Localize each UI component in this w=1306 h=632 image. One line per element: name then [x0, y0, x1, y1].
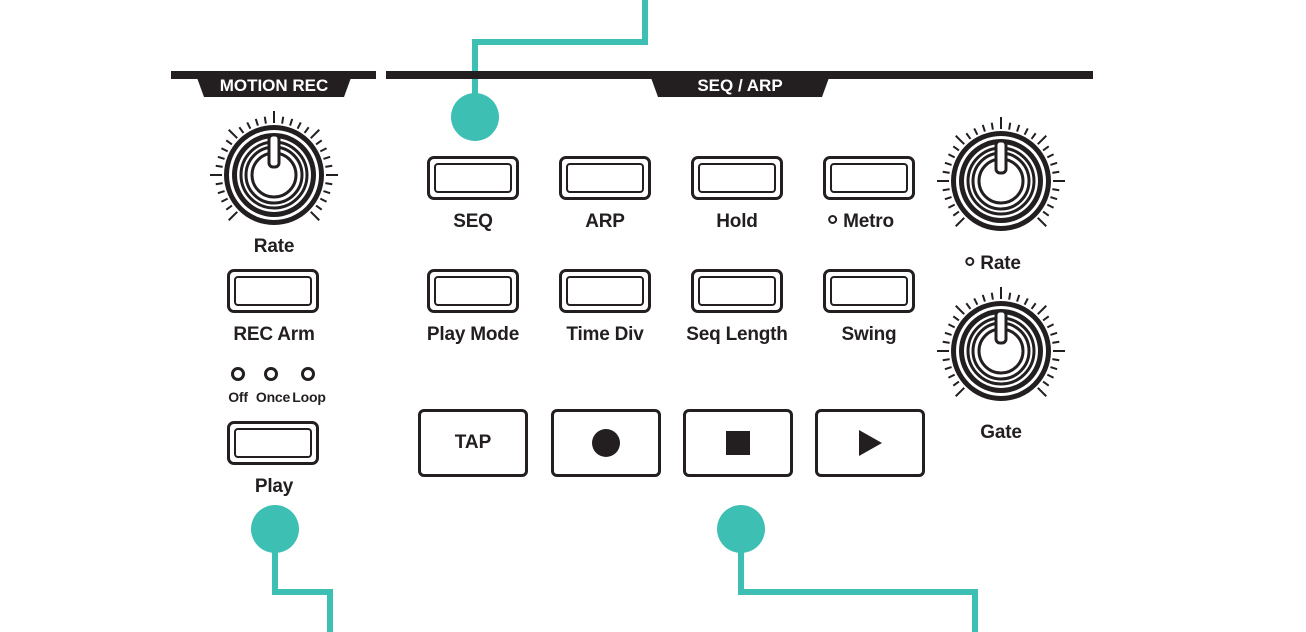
led-loop-indicator	[301, 367, 315, 381]
time-div-button[interactable]	[559, 269, 651, 313]
arp-label: ARP	[585, 211, 625, 232]
seq-length-label: Seq Length	[686, 324, 788, 345]
play-button[interactable]	[227, 421, 319, 465]
play-label: Play	[254, 476, 294, 497]
time-div-label: Time Div	[566, 324, 644, 345]
rec-arm-button[interactable]	[227, 269, 319, 313]
motion-rec-rate-knob[interactable]	[210, 111, 338, 225]
callout-lines	[272, 0, 978, 632]
seq-length-button[interactable]	[691, 269, 783, 313]
arp-button[interactable]	[559, 156, 651, 200]
seq-label: SEQ	[453, 211, 493, 232]
metro-label: Metro	[843, 211, 894, 232]
loop-mode-off-label: Off	[228, 389, 248, 405]
hold-label: Hold	[716, 211, 758, 232]
record-icon	[592, 429, 620, 457]
hold-button[interactable]	[691, 156, 783, 200]
rate-led-icon	[965, 257, 975, 267]
seq-button[interactable]	[427, 156, 519, 200]
callout-dot-transport	[717, 505, 765, 553]
transport-play-button[interactable]	[815, 409, 925, 477]
motion-rec-header: MOTION REC	[219, 76, 329, 95]
tap-label: TAP	[454, 432, 492, 453]
motion-rec-rate-label: Rate	[253, 236, 295, 257]
stop-button[interactable]	[683, 409, 793, 477]
callout-dot-seq	[451, 93, 499, 141]
rec-arm-label: REC Arm	[233, 324, 315, 345]
metro-label-wrap: Metro	[828, 211, 894, 233]
swing-label: Swing	[841, 324, 897, 345]
record-button[interactable]	[551, 409, 661, 477]
seq-arp-rate-knob[interactable]	[937, 117, 1065, 231]
metro-led-icon	[828, 215, 838, 225]
play-icon	[859, 430, 882, 456]
stop-icon	[726, 431, 750, 455]
seq-rate-label: Rate	[980, 253, 1021, 274]
seq-arp-header-bar	[386, 71, 1093, 97]
swing-button[interactable]	[823, 269, 915, 313]
gate-label: Gate	[980, 422, 1022, 443]
tap-button[interactable]: TAP	[418, 409, 528, 477]
callout-dot-play	[251, 505, 299, 553]
loop-mode-loop-label: Loop	[292, 389, 326, 405]
seq-arp-gate-knob[interactable]	[937, 287, 1065, 401]
play-mode-button[interactable]	[427, 269, 519, 313]
led-once-indicator	[264, 367, 278, 381]
play-mode-label: Play Mode	[426, 324, 520, 345]
led-off-indicator	[231, 367, 245, 381]
metro-button[interactable]	[823, 156, 915, 200]
motion-rec-header-bar	[171, 71, 376, 97]
seq-rate-label-wrap: Rate	[965, 253, 1021, 275]
seq-arp-header: SEQ / ARP	[697, 76, 783, 95]
loop-mode-once-label: Once	[255, 389, 291, 405]
